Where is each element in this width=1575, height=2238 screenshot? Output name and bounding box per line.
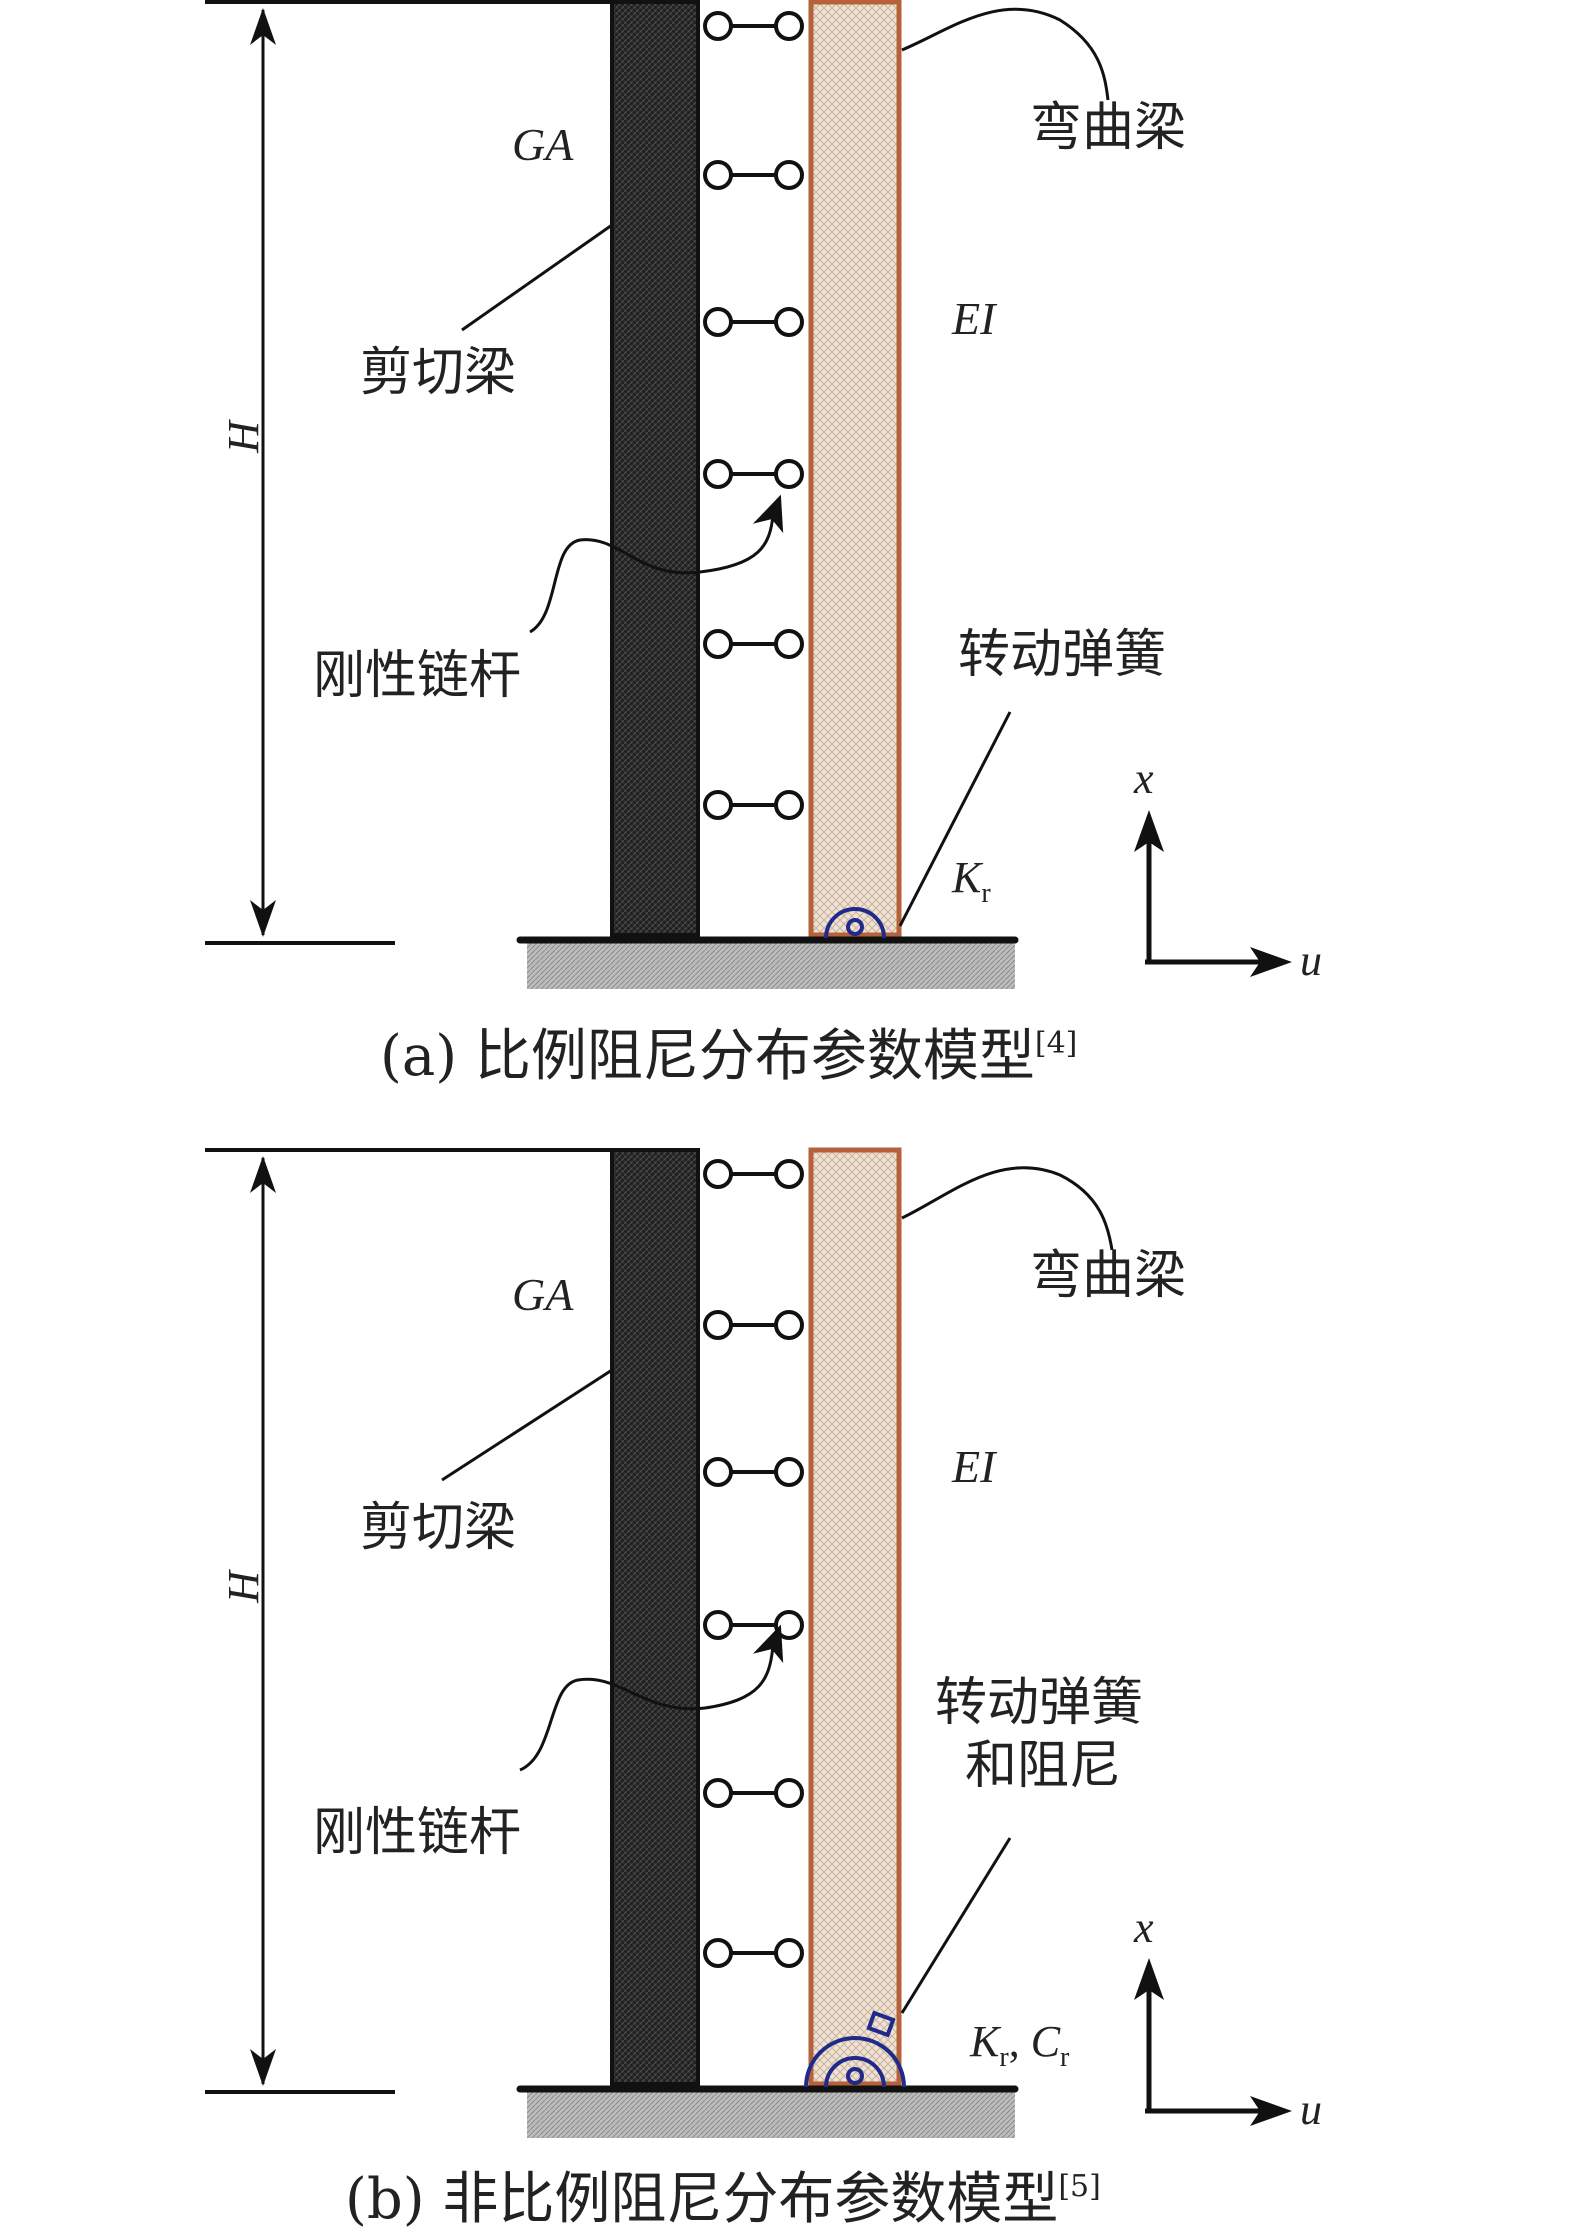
rigid-link [703, 1610, 804, 1640]
shear-stiffness-label: GA [512, 1269, 574, 1320]
rigid-link [703, 1938, 804, 1968]
spring-damper-symbol: Kr, Cr [969, 2017, 1070, 2073]
height-dimension: H [219, 1156, 276, 2086]
rigid-links [703, 1159, 804, 1968]
damper-icon [866, 2010, 896, 2038]
height-symbol: H [219, 419, 268, 454]
rigid-link-leader-arrowhead [752, 1624, 784, 1663]
rigid-link [703, 307, 804, 337]
bending-beam-label: 弯曲梁 [1030, 98, 1186, 158]
axis-u-label: u [1300, 2085, 1322, 2134]
rigid-link [703, 1159, 804, 1189]
rigid-link-label: 刚性链杆 [313, 1803, 521, 1863]
shear-stiffness-label: GA [512, 119, 574, 170]
rigid-link [703, 459, 804, 489]
spring-leader [898, 711, 1012, 927]
rotational-spring [824, 907, 886, 939]
shear-beam-leader [441, 1368, 613, 1482]
shear-beam-label: 剪切梁 [360, 1498, 516, 1558]
spring-label-line1: 转动弹簧 [935, 1673, 1143, 1733]
bending-beam-leader [901, 1166, 1114, 1251]
ground [516, 936, 1019, 989]
spring-symbol: Kr [951, 853, 991, 909]
height-dimension: H [219, 8, 276, 937]
shear-beam-label: 剪切梁 [360, 343, 516, 403]
caption-a: (a) 比例阻尼分布参数模型[4] [380, 1024, 1077, 1089]
rigid-link [703, 1457, 804, 1487]
bending-beam-label: 弯曲梁 [1030, 1246, 1186, 1306]
spring-label-line2: 和阻尼 [965, 1736, 1121, 1796]
rigid-link-leader-arrowhead [752, 494, 784, 533]
rigid-links [703, 11, 804, 820]
rigid-link [703, 1310, 804, 1340]
height-symbol: H [219, 1569, 268, 1604]
flexural-stiffness-label: EI [951, 293, 998, 344]
rigid-link [703, 629, 804, 659]
shear-beam [610, 1148, 700, 2086]
rigid-link [703, 790, 804, 820]
bending-beam [808, 0, 902, 938]
axis-x-label: x [1133, 1903, 1154, 1952]
rigid-link [703, 11, 804, 41]
spring-leader [900, 1837, 1012, 2014]
panel-b: H GA EI 弯曲梁 剪切梁 [205, 1147, 1322, 2232]
caption-b: (b) 非比例阻尼分布参数模型[5] [345, 2167, 1101, 2232]
coordinate-axes: x u [1133, 754, 1322, 985]
axis-x-label: x [1133, 754, 1154, 803]
shear-beam [610, 0, 700, 937]
shear-beam-leader [461, 223, 613, 332]
ground [516, 2085, 1019, 2138]
bending-beam-leader [901, 7, 1110, 101]
rotational-spring-damper [804, 2010, 906, 2088]
rigid-link-leader [519, 1644, 775, 1772]
spring-label: 转动弹簧 [958, 625, 1166, 685]
rigid-link-leader [529, 514, 775, 634]
rigid-link [703, 1778, 804, 1808]
coordinate-axes: x u [1133, 1903, 1322, 2134]
flexural-stiffness-label: EI [951, 1441, 998, 1492]
rigid-link [703, 160, 804, 190]
bending-beam [808, 1147, 902, 2087]
panel-a: H GA EI [205, 0, 1322, 1089]
rigid-link-label: 刚性链杆 [313, 646, 521, 706]
axis-u-label: u [1300, 936, 1322, 985]
